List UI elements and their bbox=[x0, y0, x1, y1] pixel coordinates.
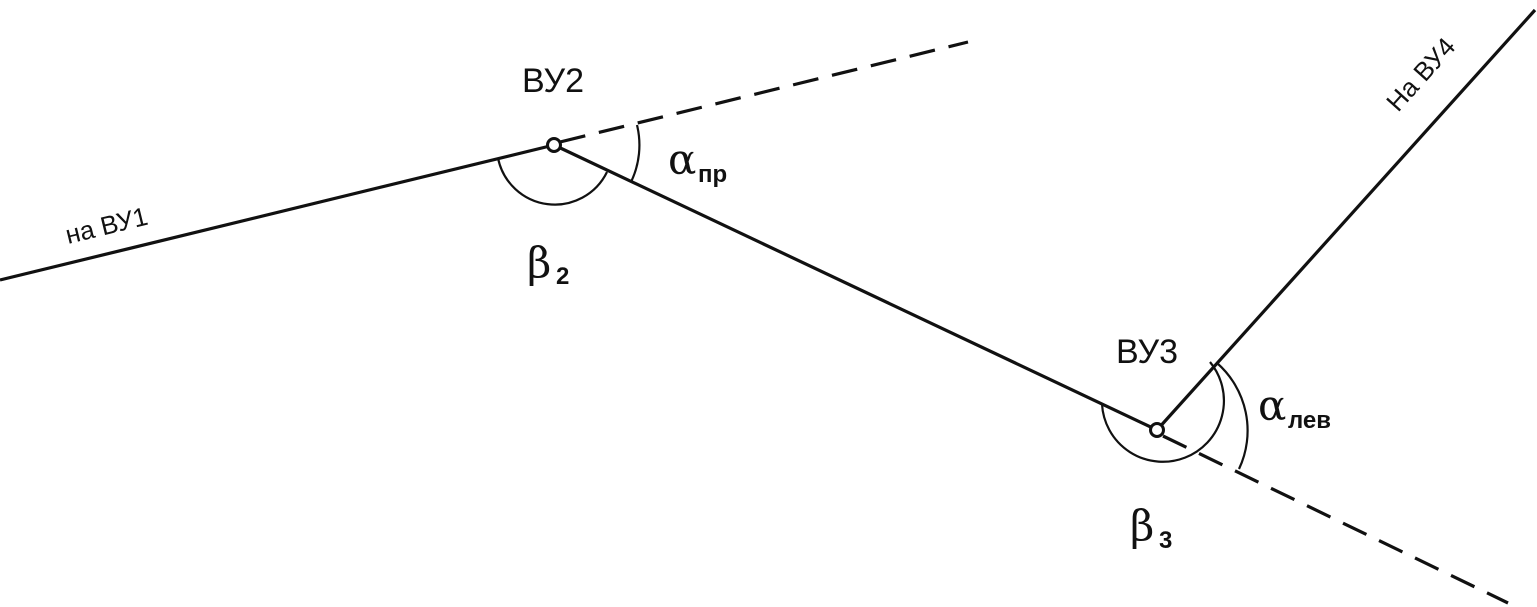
arc-beta3 bbox=[1100, 361, 1225, 463]
svg-text:пр: пр bbox=[698, 161, 727, 188]
svg-text:лев: лев bbox=[1288, 407, 1331, 434]
angle-label-alpha-right: α пр bbox=[668, 135, 727, 188]
direction-label-vu1: на ВУ1 bbox=[62, 201, 150, 250]
svg-text:β: β bbox=[1130, 501, 1154, 550]
vertex-vu2-marker bbox=[546, 137, 562, 153]
line-to-vu1 bbox=[0, 143, 555, 282]
vertex-vu3-label: ВУ3 bbox=[1116, 333, 1178, 371]
vertex-vu3-marker bbox=[1149, 422, 1165, 438]
vertex-vu2-label: ВУ2 bbox=[522, 62, 584, 100]
svg-text:3: 3 bbox=[1159, 527, 1172, 554]
arc-beta2 bbox=[496, 157, 608, 206]
arc-alpha-right bbox=[630, 124, 641, 183]
arc-alpha-left bbox=[1216, 362, 1249, 470]
svg-text:α: α bbox=[668, 135, 696, 184]
extension-line-vu3 bbox=[1162, 434, 1509, 605]
svg-text:β: β bbox=[527, 238, 551, 287]
svg-text:2: 2 bbox=[556, 263, 569, 290]
angle-label-alpha-left: α лев bbox=[1258, 381, 1331, 434]
angle-label-beta2: β 2 bbox=[527, 238, 569, 290]
extension-line-vu2 bbox=[559, 40, 969, 144]
angle-label-beta3: β 3 bbox=[1130, 501, 1172, 554]
svg-text:α: α bbox=[1258, 381, 1286, 430]
line-vu2-vu3 bbox=[553, 143, 1158, 432]
line-to-vu4 bbox=[1155, 8, 1537, 432]
